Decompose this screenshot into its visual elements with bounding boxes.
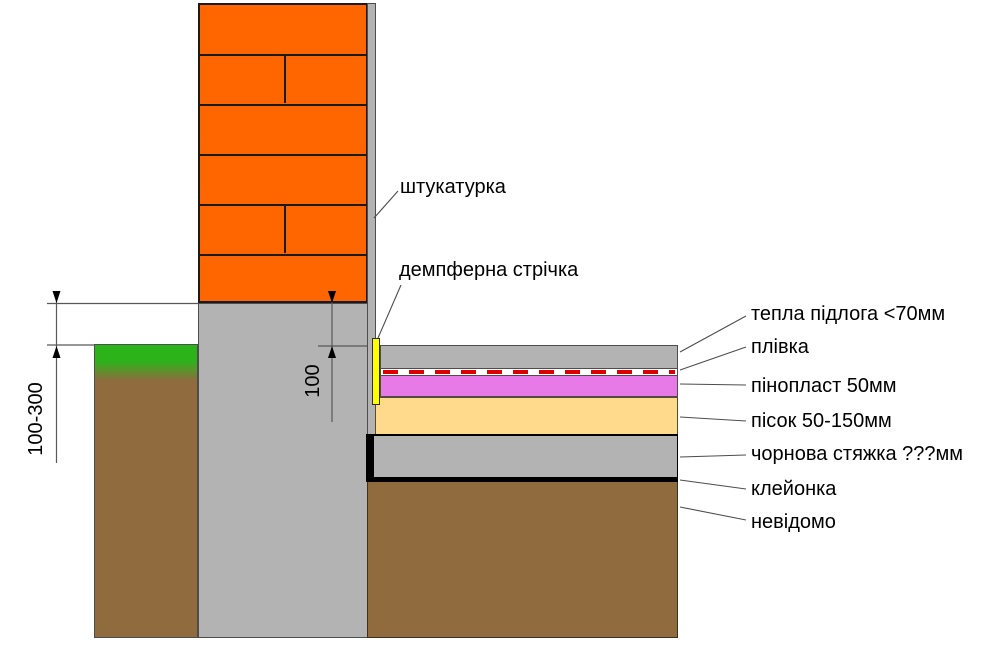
leader-rough-screed xyxy=(679,454,747,458)
mortar-joint xyxy=(200,54,366,56)
sand-layer xyxy=(375,397,678,435)
dim-arrow-down-icon xyxy=(52,291,61,303)
label-foam: пінопласт 50мм xyxy=(751,375,897,397)
mortar-joint xyxy=(200,254,366,256)
foundation-block xyxy=(198,303,368,638)
leader-film xyxy=(679,346,747,371)
film-layer xyxy=(380,369,678,375)
film-dashed-line xyxy=(383,370,675,374)
leader-oilcloth xyxy=(679,479,747,490)
leader-foam xyxy=(679,383,747,386)
damper-tape xyxy=(372,338,380,405)
mortar-joint xyxy=(200,104,366,106)
leader-sand xyxy=(679,416,747,422)
leader-damper-tape xyxy=(377,284,402,339)
label-warm-floor: тепла підлога <70мм xyxy=(751,303,946,325)
subsoil-unknown xyxy=(367,482,678,638)
label-film: плівка xyxy=(751,336,809,358)
brick-wall xyxy=(198,3,368,303)
dim-arrow-up-icon xyxy=(52,346,61,358)
mortar-joint xyxy=(284,205,286,253)
leader-plaster xyxy=(373,190,399,219)
label-sand: пісок 50-150мм xyxy=(751,410,892,432)
leader-warm-floor xyxy=(679,315,747,353)
warm-floor-screed-layer xyxy=(380,345,678,369)
label-unknown: невідомо xyxy=(751,511,836,533)
dim-text-plinth-height: 100-300 xyxy=(25,382,47,456)
label-damper-tape: демпферна стрічка xyxy=(399,259,579,281)
label-oilcloth: клейонка xyxy=(751,478,837,500)
mortar-joint xyxy=(200,204,366,206)
oilcloth-layer xyxy=(366,434,678,482)
mortar-joint xyxy=(200,154,366,156)
dim-text-floor-drop: 100 xyxy=(302,364,324,398)
ground-grass-soil xyxy=(94,344,198,638)
label-rough-screed: чорнова стяжка ???мм xyxy=(751,443,964,465)
foam-insulation-layer xyxy=(380,375,678,397)
leader-unknown xyxy=(679,506,747,521)
rough-screed-layer xyxy=(374,436,677,477)
mortar-joint xyxy=(284,55,286,103)
label-plaster: штукатурка xyxy=(400,176,506,198)
